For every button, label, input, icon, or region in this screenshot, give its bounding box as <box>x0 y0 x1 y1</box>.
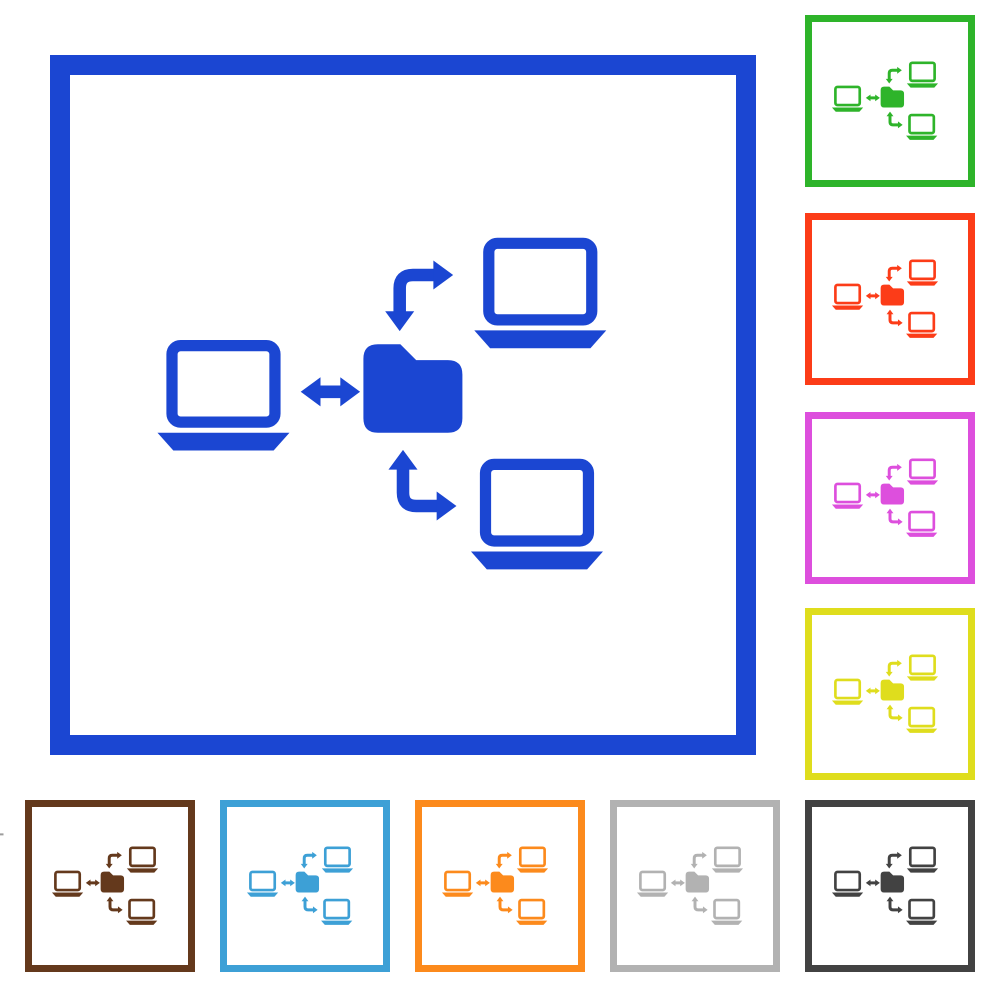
framed-icon-light-blue <box>220 800 390 972</box>
framed-icon-light-gray <box>610 800 780 972</box>
watermark-text: Adobe Stock | #223456056 <box>0 659 4 1000</box>
network-file-system-icon <box>227 807 383 965</box>
network-file-system-icon <box>812 419 968 577</box>
network-file-system-icon <box>32 807 188 965</box>
network-file-system-icon <box>812 807 968 965</box>
framed-icon-green <box>805 15 975 187</box>
network-file-system-icon <box>812 22 968 180</box>
network-file-system-icon <box>617 807 773 965</box>
framed-icon-red <box>805 213 975 385</box>
framed-icon-magenta <box>805 412 975 584</box>
framed-icon-dark-gray <box>805 800 975 972</box>
framed-icon-blue-main <box>50 55 756 755</box>
network-file-system-icon <box>70 75 736 735</box>
framed-icon-orange <box>415 800 585 972</box>
framed-icon-brown <box>25 800 195 972</box>
framed-icon-yellow <box>805 608 975 780</box>
network-file-system-icon <box>812 615 968 773</box>
network-file-system-icon <box>812 220 968 378</box>
network-file-system-icon <box>422 807 578 965</box>
